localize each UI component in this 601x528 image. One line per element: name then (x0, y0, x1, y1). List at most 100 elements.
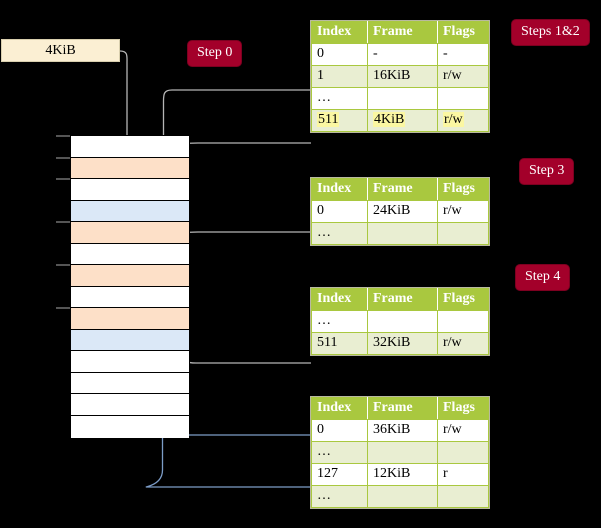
table-cell-frame: 12KiB (367, 463, 438, 486)
table-cell-frame: 36KiB (367, 419, 438, 442)
table-cell-flags: r (437, 463, 489, 486)
table-cell-frame (367, 87, 438, 110)
memory-tick-2 (56, 178, 70, 181)
memory-frame-1 (71, 157, 189, 180)
cell-value: r/w (443, 68, 462, 83)
table-cell-frame (367, 222, 438, 245)
memory-frame-3 (71, 200, 189, 223)
memory-frame-8 (71, 308, 189, 330)
cell-value: 12KiB (373, 466, 411, 481)
table-cell-flags: r/w (437, 419, 489, 442)
column-header-index: Index (311, 21, 368, 44)
memory-tick-8 (56, 307, 70, 310)
table-cell-frame: 16KiB (367, 65, 438, 88)
table-cell-flags: r/w (437, 332, 489, 355)
physical-memory-column (70, 135, 190, 438)
column-header-index: Index (311, 397, 368, 420)
table-cell-flags: r/w (437, 200, 489, 223)
memory-frame-11 (71, 372, 189, 395)
step-badge-step-0: Step 0 (188, 41, 242, 66)
memory-frame-12 (71, 394, 189, 416)
cell-value: 4KiB (373, 112, 406, 127)
memory-frame-9 (71, 329, 189, 352)
table-cell-index: … (311, 222, 368, 245)
column-header-frame: Frame (367, 397, 438, 420)
table-row: 0 24KiB r/w (311, 200, 489, 223)
memory-frame-10 (71, 351, 189, 373)
cell-value: 24KiB (373, 203, 411, 218)
memory-frame-0 (71, 136, 189, 158)
cell-value: 0 (317, 203, 324, 218)
table-cell-flags (437, 222, 489, 245)
memory-tick-0 (56, 135, 70, 137)
table-cell-flags (437, 87, 489, 110)
table-cell-index: 511 (311, 332, 368, 355)
table-row: 0 - - (311, 43, 489, 66)
table-cell-frame: 24KiB (367, 200, 438, 223)
table-cell-flags: r/w (437, 109, 489, 132)
table-cell-flags: - (437, 43, 489, 66)
table-cell-frame: 4KiB (367, 109, 438, 132)
memory-tick-1 (56, 156, 70, 159)
cell-value: 36KiB (373, 422, 411, 437)
cell-value: r (443, 466, 448, 481)
table-cell-index: … (311, 485, 368, 508)
column-header-frame: Frame (367, 288, 438, 311)
cell-value: … (317, 225, 331, 240)
cell-value: r/w (443, 335, 462, 350)
cell-value: … (317, 488, 331, 503)
cell-value: … (317, 313, 331, 328)
table-cell-frame (367, 485, 438, 508)
table-cell-index: 0 (311, 200, 368, 223)
cell-value: … (317, 444, 331, 459)
cell-value: - (373, 46, 378, 61)
memory-frame-4 (71, 222, 189, 244)
table-cell-flags (437, 485, 489, 508)
table-cell-flags (437, 310, 489, 333)
table-row: 1 16KiB r/w (311, 65, 489, 88)
table-row: 511 4KiB r/w (311, 109, 489, 132)
cell-value: 511 (317, 112, 340, 127)
memory-frame-2 (71, 179, 189, 201)
table-cell-frame: - (367, 43, 438, 66)
memory-frame-7 (71, 286, 189, 309)
column-header-index: Index (311, 288, 368, 311)
cell-value: 0 (317, 422, 324, 437)
cell-value: 1 (317, 68, 324, 83)
table-cell-index: 0 (311, 419, 368, 442)
memory-tick-4 (56, 221, 70, 224)
memory-frame-5 (71, 243, 189, 266)
cell-value: r/w (443, 112, 464, 127)
cell-value: … (317, 90, 331, 105)
cell-value: 127 (317, 466, 338, 481)
column-header-flags: Flags (437, 397, 489, 420)
table-cell-frame (367, 310, 438, 333)
cell-value: r/w (443, 203, 462, 218)
cell-value: 16KiB (373, 68, 411, 83)
cell-value: 0 (317, 46, 324, 61)
table-cell-frame: 32KiB (367, 332, 438, 355)
table-cell-index: … (311, 87, 368, 110)
table-cell-flags (437, 441, 489, 464)
column-header-flags: Flags (437, 288, 489, 311)
table-row: … (311, 87, 489, 110)
table-cell-index: … (311, 441, 368, 464)
table-row: 0 36KiB r/w (311, 419, 489, 442)
table-cell-index: 0 (311, 43, 368, 66)
table-row: … (311, 222, 489, 245)
memory-frame-13 (71, 416, 189, 438)
memory-tick-6 (56, 264, 70, 267)
memory-frame-6 (71, 265, 189, 287)
column-header-frame: Frame (367, 21, 438, 44)
cell-value: - (443, 46, 448, 61)
table-cell-frame (367, 441, 438, 464)
